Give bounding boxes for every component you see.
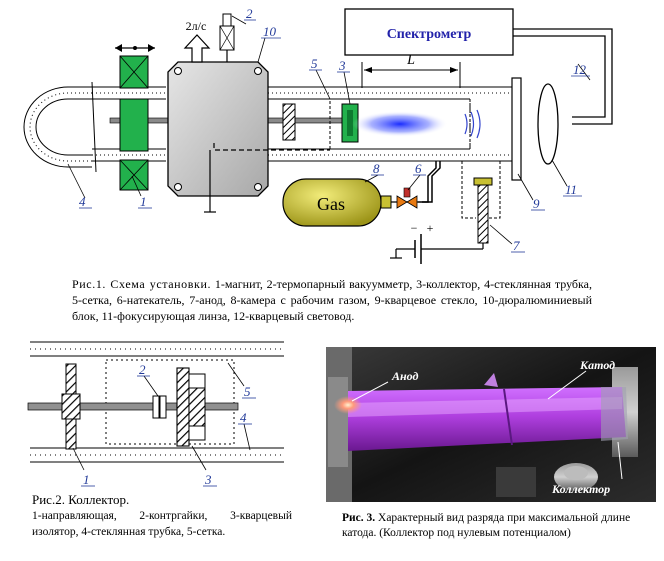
figure-3-caption: Рис. 3. Характерный вид разряда при макс… <box>342 511 642 541</box>
needle-valve <box>391 161 441 209</box>
figure-2-callouts: 2 5 4 1 3 <box>72 362 256 487</box>
glass-tube-loop <box>29 92 92 162</box>
photo-label-anode: Анод <box>391 369 419 383</box>
label-8: 8 <box>373 161 380 176</box>
fig2-label-3: 3 <box>204 472 212 487</box>
figure-2-collector-drawing: 2 5 4 1 3 <box>27 341 284 487</box>
spectrometer-box: Спектрометр <box>344 8 514 56</box>
focusing-lens <box>537 83 559 165</box>
callout-numbers: 4 1 2 10 5 3 8 6 7 9 11 12 <box>67 6 591 253</box>
label-10: 10 <box>263 24 277 39</box>
glass-tube-left <box>91 81 166 173</box>
figure-2-caption: Рис.2. Коллектор. 1-направляющая, 2-конт… <box>32 492 292 540</box>
collector-grid <box>105 359 235 445</box>
plasma-glow <box>352 111 448 137</box>
label-9: 9 <box>533 196 540 211</box>
emission-arcs <box>464 109 481 139</box>
magnet <box>119 55 149 191</box>
label-5: 5 <box>311 56 318 71</box>
label-12: 12 <box>573 62 587 77</box>
grid-mesh <box>329 98 471 150</box>
fig2-label-1: 1 <box>83 472 90 487</box>
label-6: 6 <box>415 161 422 176</box>
photo-annotations: Анод Катод Коллектор <box>351 358 623 496</box>
label-4: 4 <box>79 194 86 209</box>
anode <box>461 161 501 244</box>
label-1: 1 <box>140 194 147 209</box>
fig2-label-2: 2 <box>139 362 146 377</box>
figure-2-caption-body: 1-направляющая, 2-контргайки, 3-кварцевы… <box>32 510 292 538</box>
collector-rod <box>27 402 239 411</box>
gas-chamber: Gas <box>282 178 392 227</box>
length-dimension: L <box>361 53 461 88</box>
quartz-fiber <box>513 28 613 125</box>
glass-tube-right <box>268 86 512 162</box>
pump-outlet-arrow: 2л/с <box>183 19 211 63</box>
quartz-insulator <box>176 367 206 447</box>
polarity-plus: + <box>427 221 434 235</box>
thermocouple-gauge <box>219 13 235 62</box>
spectrometer-label: Спектрометр <box>387 27 472 42</box>
lock-nuts <box>152 395 167 419</box>
figure-1-caption-title: Рис.1. Схема установки. <box>72 277 212 291</box>
figure-2-caption-title: Рис.2. Коллектор. <box>32 492 130 507</box>
label-2: 2 <box>246 6 253 21</box>
figure-1-caption: Рис.1. Схема установки. 1-магнит, 2-терм… <box>72 276 592 324</box>
figure-3-caption-body: Характерный вид разряда при максимальной… <box>342 512 631 539</box>
duralumin-block <box>167 61 269 197</box>
fig2-label-4: 4 <box>240 410 247 425</box>
power-supply: − + <box>390 221 484 264</box>
photo-label-cathode: Катод <box>579 358 615 372</box>
magnet-movement-arrow <box>115 44 155 52</box>
pump-speed-label: 2л/с <box>186 19 207 33</box>
collector-tube <box>30 341 284 463</box>
anode-glow-spot <box>334 396 362 414</box>
label-3: 3 <box>338 58 346 73</box>
gas-label: Gas <box>317 194 345 214</box>
label-7: 7 <box>513 238 520 253</box>
figure-1-setup-schematic: Спектрометр <box>23 6 613 264</box>
polarity-minus: − <box>411 221 418 235</box>
quartz-window <box>511 77 522 181</box>
figure-1-caption-body: 1-магнит, 2-термопарный вакуумметр, 3-ко… <box>72 277 592 323</box>
guide-piece <box>61 363 81 450</box>
figure-3-discharge-photo: Анод Катод Коллектор <box>326 347 656 502</box>
figure-3-caption-number: Рис. 3. <box>342 512 376 524</box>
label-11: 11 <box>565 182 577 197</box>
discharge-tube <box>348 387 628 451</box>
length-label: L <box>406 53 415 68</box>
fig2-label-5: 5 <box>244 384 251 399</box>
photo-label-collector: Коллектор <box>551 482 610 496</box>
